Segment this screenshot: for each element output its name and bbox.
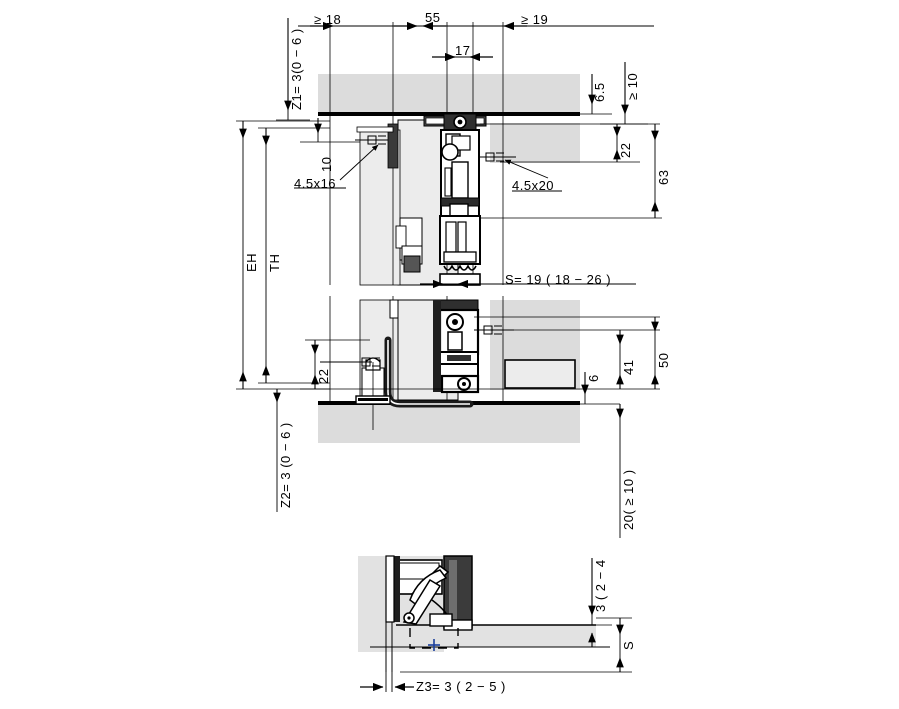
dim-z2: Z2= 3 (0 − 6 ) [278, 422, 293, 508]
dim-top-center: 55 [425, 10, 441, 25]
dim-inner-17: 17 [455, 43, 471, 58]
plan-door-slab [396, 625, 596, 647]
guide-hook-highlight [387, 340, 470, 405]
label-screw-right: 4.5x20 [512, 178, 555, 193]
middle-section-view [300, 296, 660, 538]
dim-bottom-20: 20( ≥ 10 ) [621, 469, 636, 530]
dim-height-63: 63 [656, 169, 671, 185]
floor-pin [355, 357, 391, 430]
lower-carriage-mechanism [433, 299, 480, 394]
label-screw-left: 4.5x16 [294, 176, 337, 191]
dim-eh: EH [244, 252, 259, 272]
dim-panel-thickness: 6.5 [592, 82, 607, 102]
dim-z3: Z3= 3 ( 2 − 5 ) [416, 679, 506, 694]
upper-section-view [294, 21, 662, 289]
upper-right-wall [490, 123, 580, 163]
floor-slab [318, 405, 580, 443]
dim-plan-s: S [621, 640, 636, 650]
dim-offset-22-top: 22 [618, 142, 633, 158]
lower-right-block [504, 359, 576, 389]
dim-th: TH [267, 253, 282, 272]
dim-z1: Z1= 3(0 − 6 ) [289, 28, 304, 110]
upper-rail-mechanism [423, 113, 487, 286]
dim-top-left-clearance: ≥ 18 [314, 12, 342, 27]
eh-th-dimensions [236, 120, 330, 390]
dim-plan-3: 3 ( 2 − 4 [593, 559, 608, 612]
dim-height-41: 41 [621, 359, 636, 375]
dim-height-50: 50 [656, 352, 671, 368]
ceiling-panel [318, 74, 580, 114]
dim-floor-6: 6 [586, 374, 601, 382]
lower-plan-view [358, 555, 632, 692]
screw-symbol-left [355, 135, 388, 145]
screw-symbol-pin [320, 357, 380, 367]
drill-pattern-dashed [409, 628, 459, 651]
screw-symbol-right [479, 152, 516, 162]
dim-min-10: ≥ 10 [625, 72, 640, 100]
dim-top-right-clearance: ≥ 19 [521, 12, 549, 27]
dim-offset-22-bottom: 22 [316, 368, 331, 384]
dim-offset-10: 10 [319, 156, 334, 172]
dim-gap-s: S= 19 ( 18 − 26 ) [505, 272, 612, 287]
z1-dimension [276, 18, 310, 121]
